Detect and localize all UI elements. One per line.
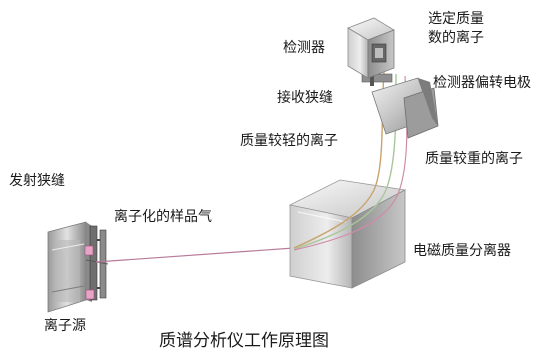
ion-beam bbox=[95, 247, 295, 263]
label-selected-ion-1: 选定质量 bbox=[428, 11, 484, 27]
label-ionized-sample-gas: 离子化的样品气 bbox=[114, 209, 212, 225]
label-receiving-slit: 接收狭缝 bbox=[277, 90, 333, 106]
label-lighter-ions: 质量较轻的离子 bbox=[240, 133, 338, 149]
ion-source bbox=[47, 221, 92, 313]
label-ion-source: 离子源 bbox=[44, 318, 86, 334]
diagram-caption: 质谱分析仪工作原理图 bbox=[159, 331, 329, 351]
label-em-mass-separator: 电磁质量分离器 bbox=[413, 243, 511, 259]
detector-deflection-electrode bbox=[371, 77, 439, 139]
label-heavier-ions: 质量较重的离子 bbox=[425, 151, 523, 167]
label-detector: 检测器 bbox=[283, 40, 325, 56]
label-detector-deflection-electrode: 检测器偏转电极 bbox=[433, 75, 531, 91]
label-emission-slit: 发射狭缝 bbox=[9, 173, 65, 189]
detector bbox=[347, 17, 395, 79]
label-selected-ion-2: 数的离子 bbox=[428, 30, 484, 46]
emission-slit bbox=[84, 225, 109, 301]
